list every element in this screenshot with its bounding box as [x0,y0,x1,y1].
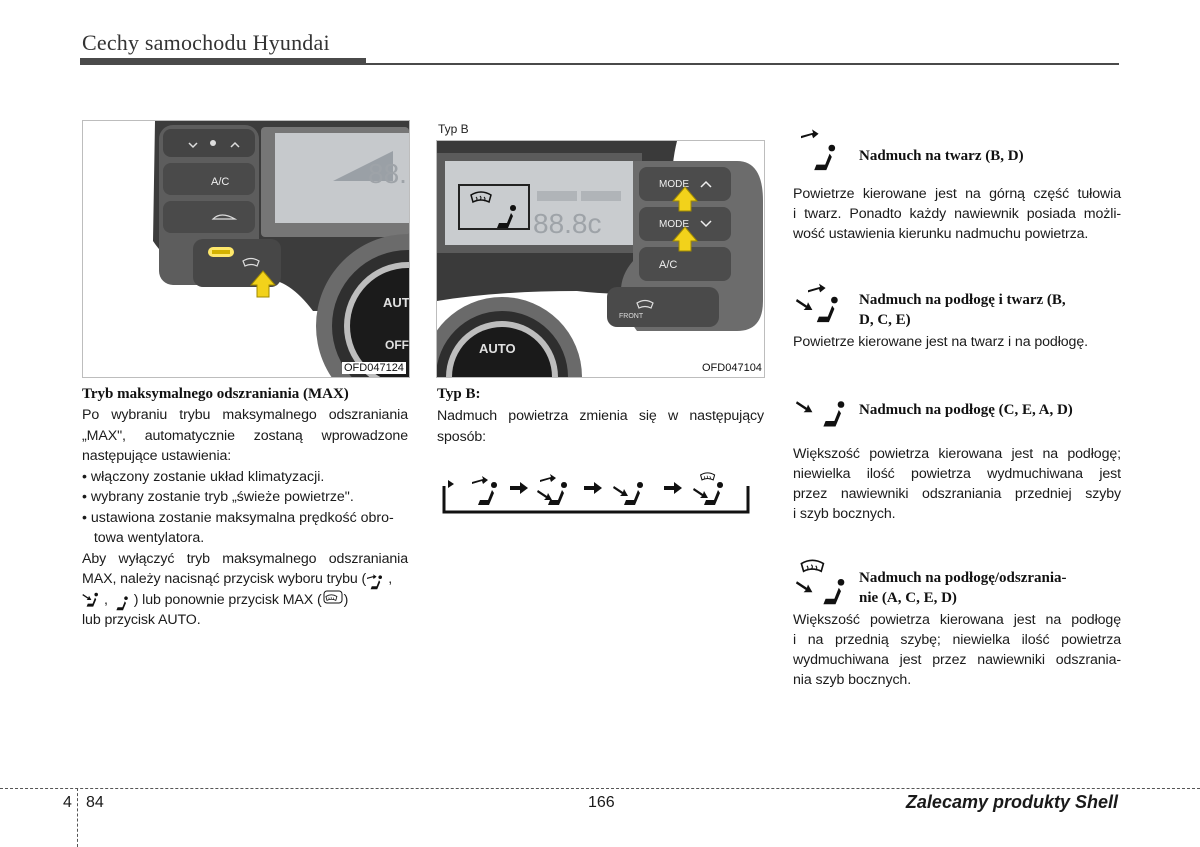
left-photo-code: OFD047124 [342,362,406,374]
outro-text: ) lub ponownie przycisk MAX ( [133,591,322,608]
type-b-line: sposób: [437,428,486,445]
mode-floor-defrost-heading: Nadmuch na podłogę/odszrania- [859,570,1067,586]
mode-bilevel-heading: Nadmuch na podłogę i twarz (B, [859,292,1066,308]
bullet-item: towa wentylatora. [82,530,205,546]
arrow-icon [584,482,602,494]
typ-b-label: Typ B [438,122,469,136]
arrow-icon [664,482,682,494]
mode-floor-defrost-header: Nadmuch na podłogę/odszrania- nie (A, C,… [793,559,1121,610]
type-b-panel-photo: 88.8c MODE MODE A/C FRONT AUTO [436,140,765,378]
intro-line: „MAX", automatycznie zostaną wprowadzone [82,427,408,444]
header-bar [80,58,366,65]
mode-floor-text: Większość powietrza kierowana jest na po… [793,444,1121,524]
ac-label: A/C [211,176,229,188]
mode-text-line: Większość powietrza kierowana jest na po… [793,446,1121,462]
mode-down-label: MODE [659,219,689,230]
mode-floor-defrost-icon [693,472,723,505]
off-label: OFF [385,338,409,352]
floor-vent-icon [795,401,845,427]
mode-floor-defrost-heading-2: nie (A, C, E, D) [859,590,957,606]
mode-text-line: i twarz. Ponadto każdy nawiewnik posiada… [793,206,1121,222]
outro-text: , [388,571,393,587]
mode-text-line: wydmuchiwana jest przez nawiewniki odszr… [793,652,1121,668]
mode-floor-heading: Nadmuch na podłogę (C, E, A, D) [859,402,1073,418]
auto-label: AUT [383,295,409,310]
bullet-item: • ustawiona zostanie maksymalna prędkość… [82,509,394,526]
type-b-auto-label: AUTO [479,341,516,356]
mode-up-label: MODE [659,179,689,190]
outro-text: MAX, należy nacisnąć przycisk wyboru try… [82,571,367,587]
page-header-title: Cechy samochodu Hyundai [82,30,330,55]
mode-bilevel-heading-2: D, C, E) [859,312,911,328]
footer-page: 84 [86,794,104,811]
type-b-heading: Typ B: [437,386,481,402]
mode-text-line: i szyb bocznych. [793,506,896,522]
footer-divider [77,788,78,847]
footer-rule [0,788,1200,789]
floor-vent-inline-icon [82,592,98,607]
mode-text-line: Powietrze kierowane jest na górną część … [793,186,1121,202]
mode-sequence-diagram [438,464,754,516]
mode-text-line: nia szyb bocznych. [793,672,912,688]
mode-text-line: przez nawiewniki odszraniania przedniej … [793,486,1121,502]
max-defrost-inline-icon [323,590,343,603]
floor-defrost-inline-icon [116,595,128,610]
svg-text:88.: 88. [368,158,407,189]
mode-floor-header: Nadmuch na podłogę (C, E, A, D) [793,384,1121,427]
type-b-text: Nadmuch powietrza zmienia się w następuj… [437,406,764,447]
face-vent-icon [801,129,836,171]
bilevel-vent-icon [795,283,838,323]
intro-line: następujące ustawienia: [82,448,232,464]
max-defrost-panel-photo: 88. AUT OFF A/C [82,120,410,378]
mode-text-line: Powietrze kierowane jest na twarz i na p… [793,334,1088,350]
middle-photo-code: OFD047104 [700,362,764,374]
arrow-icon [510,482,528,494]
mode-bilevel-icon [537,474,567,505]
mode-face-text: Powietrze kierowane jest na górną część … [793,184,1121,244]
outro-line: lub przycisk AUTO. [82,612,201,628]
footer-brand: Zalecamy produkty Shell [905,792,1118,812]
bullet-item: • włączony zostanie układ klimatyzacji. [82,468,325,485]
footer-chapter: 4 [63,794,72,811]
mode-text-line: wość ustawienia kierunku nadmuchu powiet… [793,226,1089,242]
floor-defrost-icon [795,559,845,605]
footer-number: 166 [588,794,615,811]
mode-face-heading: Nadmuch na twarz (B, D) [859,148,1024,164]
face-vent-inline-icon [367,574,383,590]
outro-line-icons-2: , ) lub ponownie przycisk MAX () [82,590,408,611]
mode-text-line: niewielka ilość powietrza wydmuchiwana j… [793,466,1121,482]
outro-text: ) [343,591,349,608]
max-defrost-heading: Tryb maksymalnego odszraniania (MAX) [82,386,349,402]
bullet-item: • wybrany zostanie tryb „świeże powietrz… [82,489,354,505]
mode-text-line: i na przednią szybę; niewielka ilość pow… [793,632,1121,648]
type-b-ac-label: A/C [659,259,677,271]
mode-face-header: Nadmuch na twarz (B, D) [793,128,1121,171]
max-defrost-text: Po wybraniu trybu maksymalnego odszrania… [82,405,408,631]
mode-floor-icon [613,482,643,505]
mode-text-line: Większość powietrza kierowana jest na po… [793,612,1121,628]
mode-face-icon [472,476,497,505]
front-label: FRONT [619,313,644,320]
outro-line: Aby wyłączyć tryb maksymalnego odszrania… [82,550,408,567]
mode-bilevel-header: Nadmuch na podłogę i twarz (B, D, C, E) [793,280,1121,330]
header-rule [366,63,1119,65]
type-b-line: Nadmuch powietrza zmienia się w następuj… [437,408,764,424]
intro-line: Po wybraniu trybu maksymalnego odszrania… [82,407,408,423]
outro-line-icons: MAX, należy nacisnąć przycisk wyboru try… [82,569,408,590]
display-temp: 88.8c [533,208,602,239]
mode-bilevel-text: Powietrze kierowane jest na twarz i na p… [793,332,1121,352]
mode-floor-defrost-text: Większość powietrza kierowana jest na po… [793,610,1121,690]
